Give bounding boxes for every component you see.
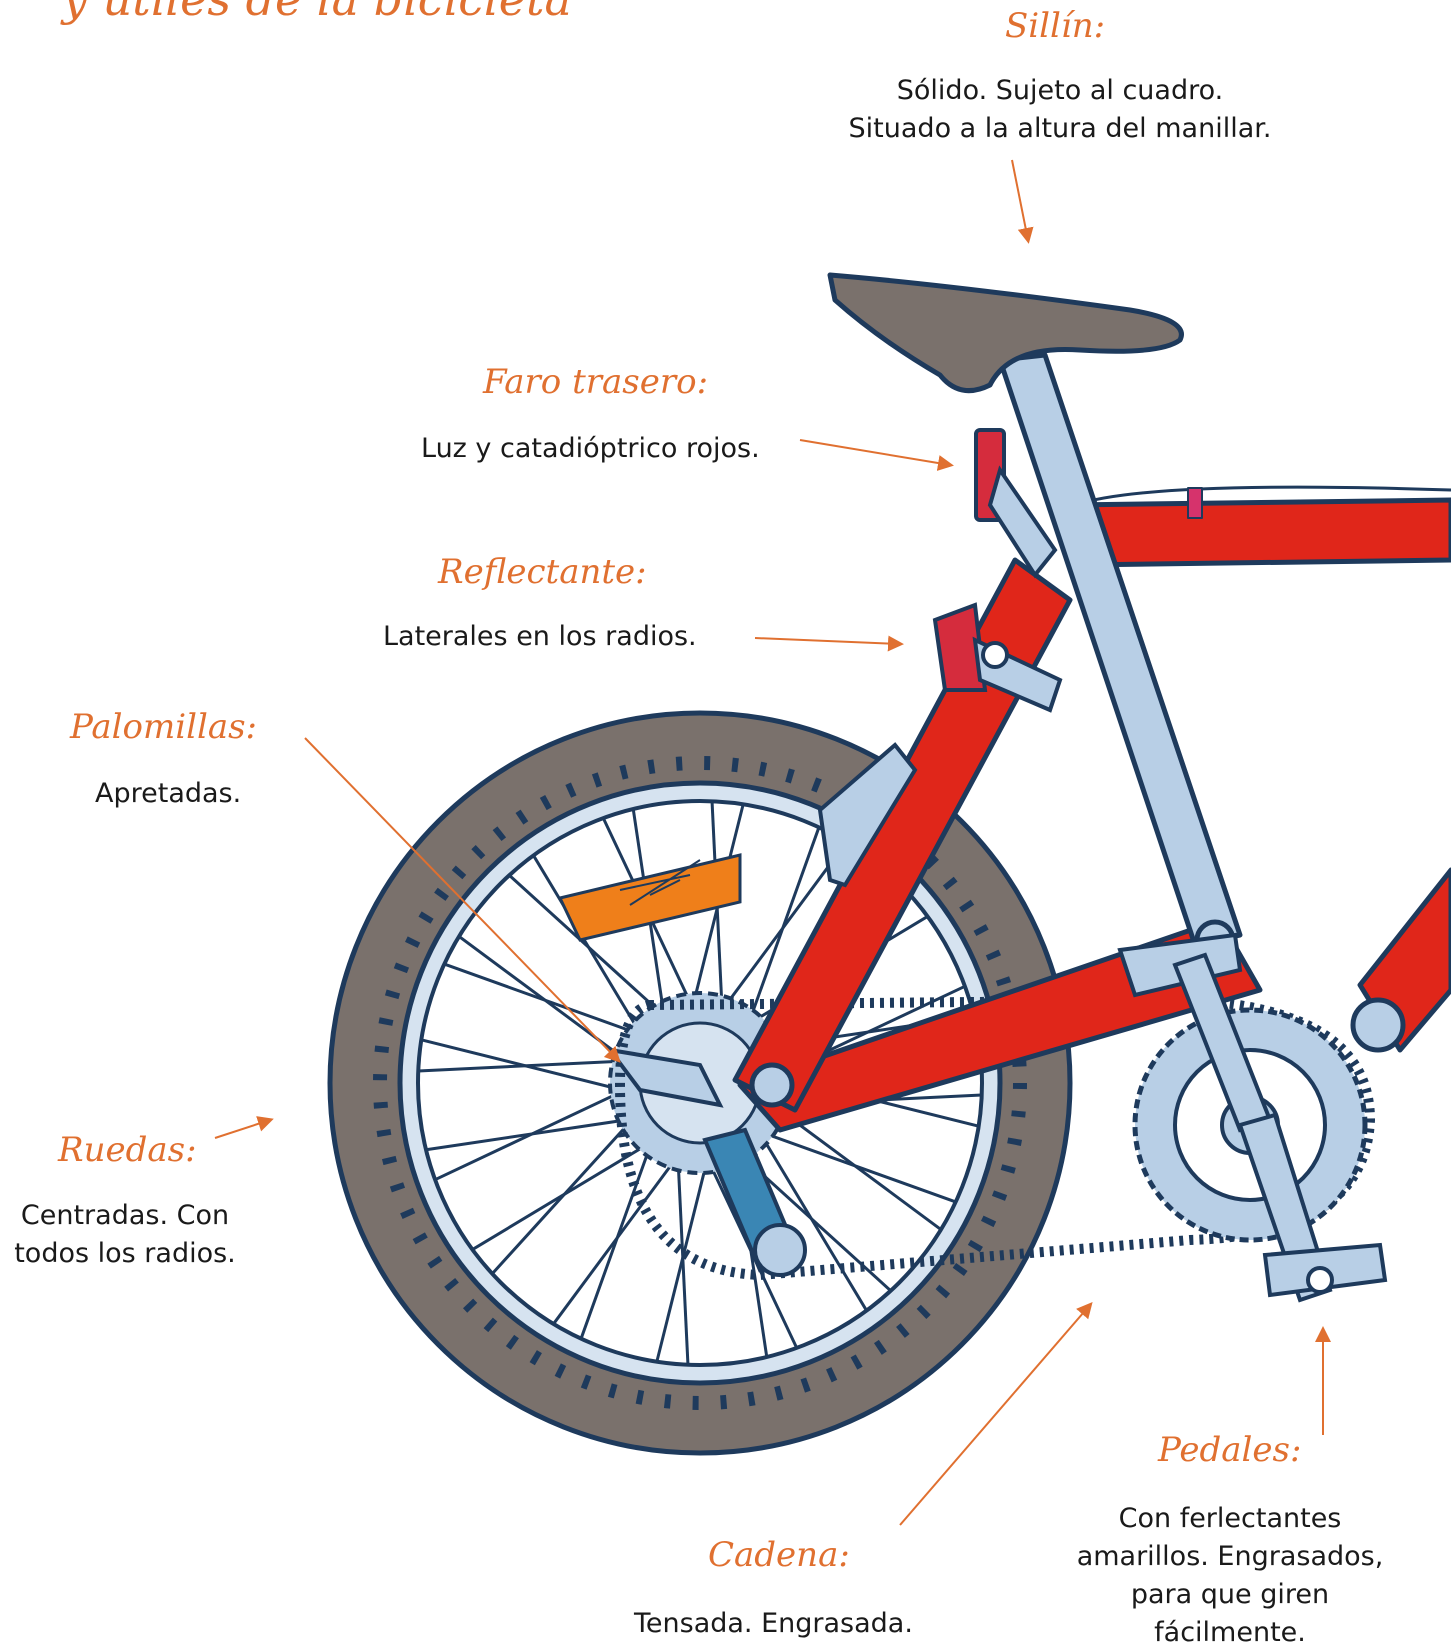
heading-reflectante: Reflectante: [438,552,647,592]
spoke [425,1114,651,1152]
desc-pedales-line-1: Con ferlectantes [1118,1503,1342,1534]
spoke [710,841,848,1026]
heading-palomillas: Palomillas: [70,707,257,747]
arrow-faro [799,439,954,471]
rear-light [974,428,1058,579]
desc-sillin-line-1: Sólido. Sujeto al cuadro. [896,75,1224,106]
arrow-palomillas [304,737,621,1063]
bike-chain [614,994,1376,1281]
heading-faro: Faro trasero: [483,362,709,402]
bike-saddle [827,272,1184,394]
top-tube [1067,497,1451,568]
seat-post [997,352,1243,948]
side-reflector [932,602,1063,713]
callout-arrows [214,159,1331,1526]
wheel-spokes [418,801,982,1365]
desc-palomillas: Apretadas. [95,778,242,809]
desc-pedales-line-4: fácilmente. [1154,1617,1306,1648]
spoke [686,803,745,1025]
desc-pedales: Con ferlectantes amarillos. Engrasados, … [1060,1500,1400,1652]
desc-cadena: Tensada. Engrasada. [634,1608,913,1639]
desc-sillin-line-2: Situado a la altura del manillar. [848,113,1272,144]
spoke [741,826,821,1042]
spoke [675,1138,690,1365]
spoke [579,1124,659,1340]
heading-pedales: Pedales: [1158,1430,1302,1470]
wing-nut-assembly [605,742,918,1277]
spoke [655,1141,714,1363]
spoke [748,1115,868,1312]
page-title: y útiles de la bicicleta [62,0,572,26]
spoke [420,1038,642,1097]
desc-sillin: Sólido. Sujeto al cuadro. Situado a la a… [820,72,1300,148]
arrow-sillin [1011,159,1034,244]
desc-pedales-line-3: para que giren [1130,1579,1330,1610]
heading-sillin: Sillín: [1005,6,1106,46]
spoke [552,1140,690,1325]
spoke [443,962,659,1042]
heading-ruedas: Ruedas: [58,1130,197,1170]
arrow-reflectante [754,635,904,652]
desc-ruedas-line-1: Centradas. Con [20,1200,230,1231]
spoke [741,1124,957,1204]
heading-cadena: Cadena: [708,1535,850,1575]
desc-ruedas: Centradas. Con todos los radios. [0,1197,250,1273]
spoke [471,1131,668,1251]
brake-cable [1074,485,1451,507]
spoke-reflector [557,853,742,942]
desc-ruedas-line-2: todos los radios. [14,1238,236,1269]
pedal-assembly [1117,932,1388,1303]
desc-pedales-line-2: amarillos. Engrasados, [1076,1541,1384,1572]
desc-reflectante: Laterales en los radios. [383,621,697,652]
spoke [710,801,725,1028]
arrow-ruedas [214,1116,274,1139]
arrow-cadena [899,1301,1093,1526]
spoke [434,1081,641,1182]
desc-faro: Luz y catadióptrico rojos. [421,433,760,464]
